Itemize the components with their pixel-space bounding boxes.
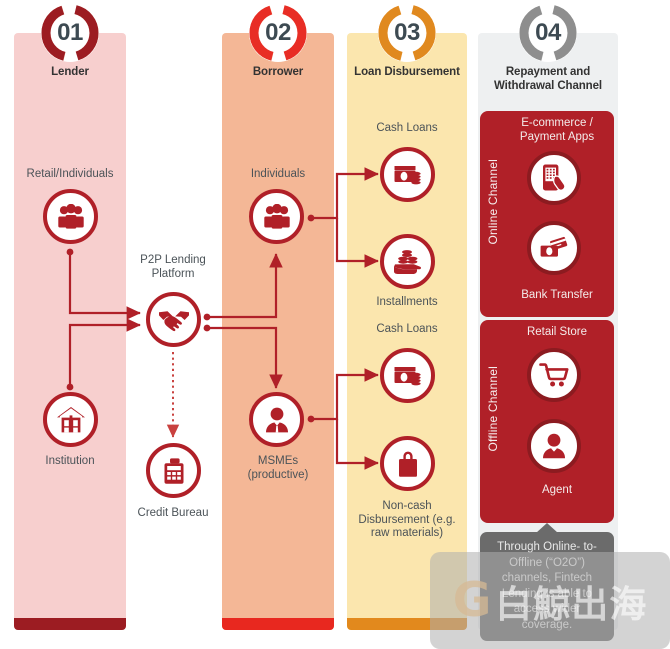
column-title-borrower: Borrower: [252, 66, 304, 78]
label-p2p-platform: P2P Lending Platform: [123, 254, 223, 281]
shopping-cart-icon: [539, 362, 569, 388]
node-retail-individuals[interactable]: [43, 189, 98, 244]
column-title-repayment-line1: Repayment and: [505, 66, 591, 78]
node-p2p-platform[interactable]: [146, 292, 201, 347]
o2o-tooltip: Through Online- to-Offline (“O2O”) chann…: [480, 523, 614, 641]
label-credit-bureau: Credit Bureau: [137, 507, 209, 519]
cash-wallet-icon: [393, 364, 423, 388]
label-non-cash-disbursement: Non-cash Disbursement (e.g. raw material…: [343, 500, 471, 541]
badge-03-ring: [378, 4, 436, 62]
node-retail-store[interactable]: [527, 348, 581, 402]
node-non-cash-disbursement[interactable]: [380, 436, 435, 491]
label-msmes: MSMEs (productive): [218, 455, 338, 482]
column-foot-disbursement: [347, 618, 467, 630]
node-institution[interactable]: [43, 392, 98, 447]
node-individuals[interactable]: [249, 189, 304, 244]
label-installments: Installments: [376, 296, 438, 308]
label-individuals: Individuals: [250, 168, 306, 180]
tooltip-line4: Lending is able to: [501, 587, 593, 600]
person-agent-icon: [540, 432, 568, 460]
column-panel-lender: [14, 33, 126, 630]
tooltip-arrow: [536, 523, 558, 533]
tooltip-line1: Through Online-: [497, 541, 581, 553]
column-title-lender: Lender: [51, 66, 89, 78]
label-msmes-line2: (productive): [247, 468, 309, 481]
node-agent[interactable]: [527, 419, 581, 473]
node-msmes[interactable]: [249, 392, 304, 447]
node-bank-transfer[interactable]: [527, 221, 581, 275]
bank-house-icon: [56, 406, 86, 434]
column-title-repayment-line2: Withdrawal Channel: [494, 80, 602, 92]
node-credit-bureau[interactable]: [146, 443, 201, 498]
label-cash-loans-top: Cash Loans: [376, 122, 438, 134]
column-panel-borrower: [222, 33, 334, 630]
handshake-icon: [158, 307, 190, 333]
column-foot-borrower: [222, 618, 334, 630]
column-title-disbursement: Loan Disbursement: [354, 66, 460, 78]
calculator-icon: [161, 457, 187, 485]
node-mobile-payment[interactable]: [527, 151, 581, 205]
label-p2p-platform-line2: Platform: [151, 267, 195, 280]
badge-04: 04: [519, 4, 577, 62]
badge-01-number: 01: [57, 19, 83, 46]
people-group-icon: [56, 203, 86, 230]
coins-hand-icon: [393, 249, 423, 275]
label-ecommerce-payment-apps: E-commerce / Payment Apps: [504, 117, 610, 144]
offline-channel-card: Offline Channel Retail Store Agent: [480, 320, 614, 523]
node-cash-loans-bottom[interactable]: [380, 348, 435, 403]
label-non-cash-line2: Disbursement (e.g.: [358, 513, 456, 526]
shopping-bag-icon: [396, 450, 420, 478]
mobile-payment-icon: [540, 163, 568, 193]
label-p2p-platform-line1: P2P Lending: [140, 254, 206, 266]
label-retail-individuals: Retail/Individuals: [26, 168, 114, 180]
column-title-repayment: Repayment and Withdrawal Channel: [478, 65, 618, 93]
label-retail-store: Retail Store: [526, 326, 588, 338]
label-institution: Institution: [45, 455, 95, 467]
badge-01: 01: [41, 4, 99, 62]
card-payment-icon: [539, 236, 569, 260]
badge-02-ring: [249, 4, 307, 62]
label-non-cash-line1: Non-cash: [382, 500, 432, 512]
label-ecommerce-line2: Payment Apps: [519, 130, 595, 143]
node-installments[interactable]: [380, 234, 435, 289]
online-channel-vertical-label: Online Channel: [486, 159, 500, 245]
tooltip-line3: channels, Fintech: [501, 572, 593, 584]
online-channel-card: Online Channel E-commerce / Payment Apps: [480, 111, 614, 317]
label-msmes-line1: MSMEs: [257, 455, 299, 467]
tooltip-line5: access wider coverage.: [513, 603, 581, 631]
label-cash-loans-bottom: Cash Loans: [376, 323, 438, 335]
businessperson-icon: [263, 406, 291, 434]
column-foot-lender: [14, 618, 126, 630]
label-non-cash-line3: raw materials): [370, 527, 444, 539]
people-group-icon: [262, 203, 292, 230]
badge-04-ring: [519, 4, 577, 62]
badge-04-number: 04: [535, 19, 561, 46]
label-agent: Agent: [541, 484, 573, 496]
label-bank-transfer: Bank Transfer: [521, 289, 593, 301]
badge-01-ring: [41, 4, 99, 62]
node-cash-loans-top[interactable]: [380, 147, 435, 202]
badge-03-number: 03: [394, 19, 420, 46]
badge-03: 03: [378, 4, 436, 62]
label-ecommerce-line1: E-commerce /: [521, 117, 593, 129]
cash-wallet-icon: [393, 163, 423, 187]
badge-02: 02: [249, 4, 307, 62]
offline-channel-vertical-label: Offline Channel: [486, 366, 500, 452]
column-panel-disbursement: [347, 33, 467, 630]
badge-02-number: 02: [265, 19, 291, 46]
